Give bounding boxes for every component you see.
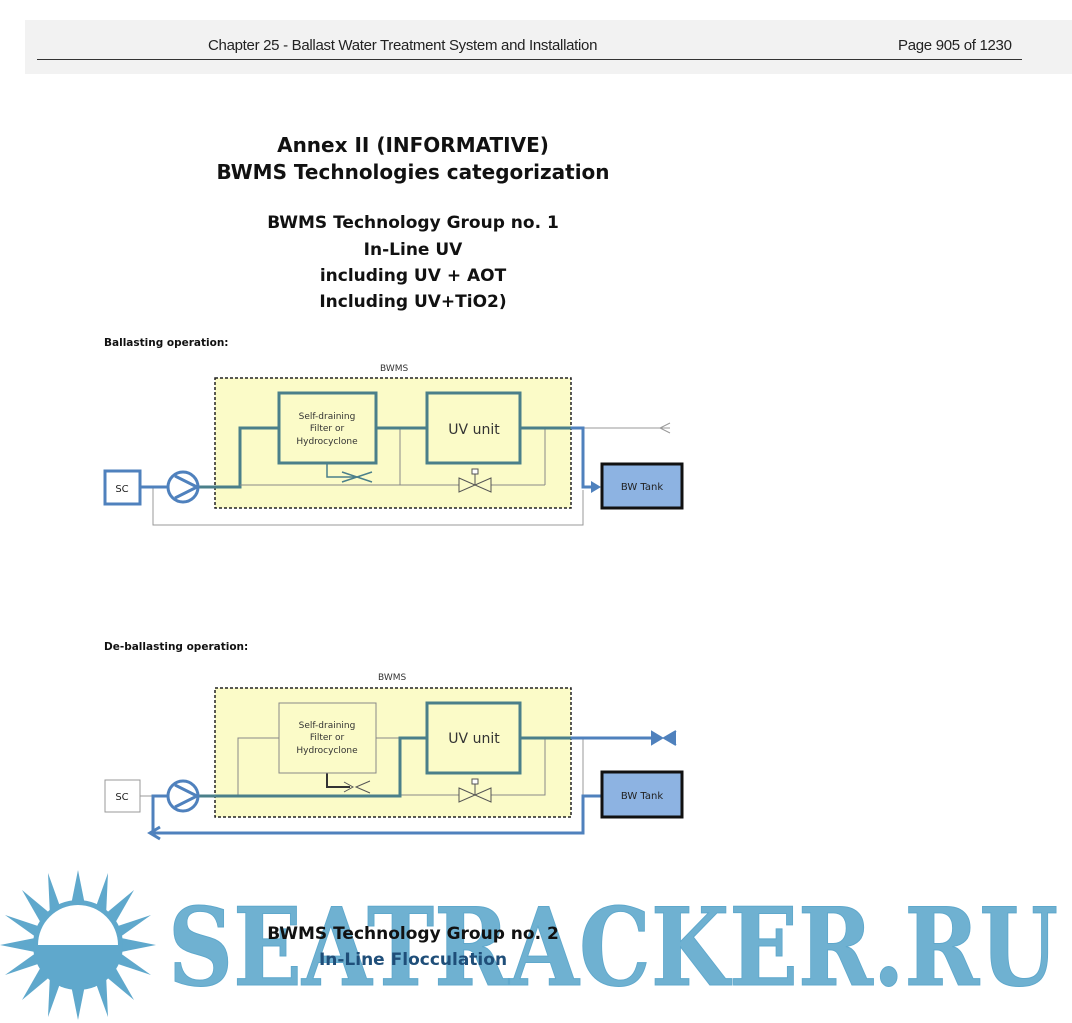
diagram-line: [658, 422, 671, 434]
diagram-line: [471, 778, 479, 785]
pump-icon: [166, 470, 201, 504]
diagram-line: [174, 474, 201, 500]
diagram-line: [166, 779, 200, 813]
valve-icon: [458, 468, 492, 493]
diagram-line: [326, 463, 360, 478]
pump-icon: [166, 779, 201, 813]
diagram-line: [5, 915, 44, 940]
overboard-nozzle-icon: [651, 730, 677, 746]
diagram-line: [147, 825, 161, 841]
diagram-label: Self-draining: [299, 412, 356, 422]
diagram-line: [0, 937, 40, 953]
group1-sub2: including UV + AOT: [319, 266, 507, 286]
group2-title: BWMS Technology Group no. 2: [267, 924, 559, 944]
chapter-title: Chapter 25 - Ballast Water Treatment Sys…: [208, 37, 598, 54]
watermark-text: SEATRACKER.RU: [168, 885, 1058, 1011]
group2-sub1: In-Line Flocculation: [318, 950, 508, 970]
diagram-label: Hydrocyclone: [296, 746, 358, 756]
sea-chest-box: [104, 779, 141, 813]
drain-nozzle-icon: [341, 471, 373, 483]
uv-unit-label: UV unit: [448, 731, 500, 747]
diagram-line: [198, 426, 279, 489]
diagram-line: [151, 794, 168, 833]
sea-chest-box: [103, 469, 142, 506]
bwms-label: BWMS: [378, 673, 407, 683]
diagram-line: [112, 915, 151, 940]
bw-tank-box: [600, 770, 684, 819]
diagram-line: [112, 950, 151, 975]
uv-unit-label: UV unit: [448, 422, 500, 438]
valve-icon: [458, 778, 492, 803]
diagram-label: SC: [115, 484, 128, 495]
diagram-label: SC: [115, 792, 128, 803]
uv-unit-box: [425, 391, 522, 465]
diagram-line: [5, 950, 44, 975]
annex-title: Annex II (INFORMATIVE): [277, 133, 549, 157]
filter-box: [277, 391, 378, 465]
group1-sub1: In-Line UV: [363, 240, 463, 260]
diagram-line: [198, 736, 427, 798]
diagram-line: [471, 468, 479, 475]
deballasting-label: De-ballasting operation:: [104, 641, 248, 653]
drain-nozzle-icon: [343, 780, 371, 794]
filter-box: [278, 702, 377, 774]
watermark-logo: SEATRACKER.RU: [0, 870, 1059, 1020]
diagram-line: [571, 426, 595, 489]
page-header: [25, 20, 1072, 74]
diagram-label: Filter or: [310, 733, 345, 743]
page-number: Page 905 of 1230: [898, 37, 1012, 54]
ballasting-diagram: Ballasting operation: BWMS Self-draining…: [103, 337, 684, 526]
diagram-line: [70, 980, 86, 1020]
annex-subtitle: BWMS Technologies categorization: [216, 160, 610, 184]
bwms-label: BWMS: [380, 364, 409, 374]
group1-title: BWMS Technology Group no. 1: [267, 213, 559, 233]
diagram-line: [326, 773, 350, 788]
diagram-line: [38, 905, 118, 945]
diagram-label: Filter or: [310, 424, 345, 434]
bw-tank-box: [600, 462, 684, 510]
diagram-line: [70, 870, 86, 910]
diagram-line: [174, 783, 201, 809]
header-divider: [37, 59, 1022, 60]
diagram-label: BW Tank: [621, 791, 663, 802]
uv-unit-box: [425, 701, 522, 775]
diagram-line: [591, 481, 601, 493]
diagram-label: BW Tank: [621, 482, 663, 493]
diagram-line: [166, 470, 200, 504]
deballasting-diagram: De-ballasting operation: BWMS Self-drain…: [104, 641, 684, 841]
diagram-line: [153, 794, 602, 835]
group1-sub3: Including UV+TiO2): [319, 292, 507, 312]
diagram-label: Hydrocyclone: [296, 437, 358, 447]
diagram-label: Self-draining: [299, 721, 356, 731]
diagram-line: [116, 937, 156, 953]
diagram-line: [152, 487, 584, 526]
ballasting-label: Ballasting operation:: [104, 337, 229, 349]
